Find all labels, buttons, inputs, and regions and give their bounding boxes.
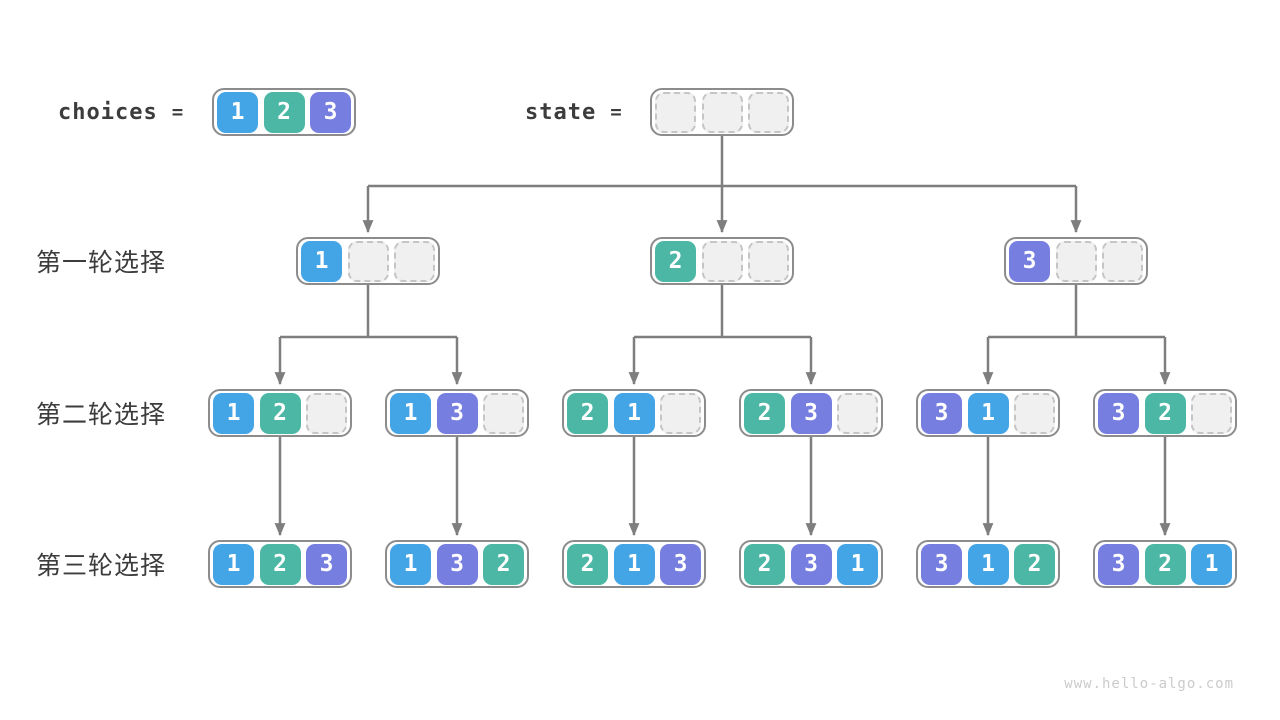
value-cell-3: 3	[921, 543, 962, 585]
value-cell-3: 3	[1098, 392, 1139, 434]
state-equals-sign: =	[610, 101, 622, 123]
value-cell-3: 3	[790, 543, 832, 585]
value-cell-1: 1	[613, 543, 655, 585]
value-cell-2: 2	[483, 543, 524, 585]
value-cell-2: 2	[567, 392, 608, 434]
value-cell-3: 3	[310, 91, 351, 133]
value-cell-2: 2	[655, 240, 696, 282]
state-label: state	[525, 99, 597, 125]
value-cell-2: 2	[259, 392, 301, 434]
empty-slot	[748, 240, 789, 282]
value-cell-1: 1	[837, 543, 878, 585]
value-cell-1: 1	[217, 91, 258, 133]
value-cell-2: 2	[744, 543, 785, 585]
value-cell-3: 3	[436, 543, 478, 585]
state-box-round1-2: 2	[650, 237, 794, 285]
empty-slot	[483, 392, 524, 434]
empty-slot	[701, 91, 743, 133]
empty-slot	[1055, 240, 1097, 282]
value-cell-1: 1	[1191, 543, 1232, 585]
empty-slot	[347, 240, 389, 282]
value-cell-1: 1	[390, 543, 431, 585]
value-cell-2: 2	[1144, 543, 1186, 585]
value-cell-3: 3	[660, 543, 701, 585]
choices-label: choices	[58, 99, 158, 125]
value-cell-2: 2	[744, 392, 785, 434]
state-box-root	[650, 88, 794, 136]
empty-slot	[660, 392, 701, 434]
round-2-label: 第二轮选择	[36, 400, 167, 429]
value-cell-2: 2	[567, 543, 608, 585]
value-cell-1: 1	[967, 392, 1009, 434]
state-header: state =	[525, 88, 622, 136]
empty-slot	[394, 240, 435, 282]
round-1-label: 第一轮选择	[36, 248, 167, 277]
value-cell-3: 3	[306, 543, 347, 585]
value-cell-1: 1	[301, 240, 342, 282]
empty-slot	[748, 91, 789, 133]
value-cell-3: 3	[1098, 543, 1139, 585]
value-cell-2: 2	[263, 91, 305, 133]
state-box-round1-3: 3	[1004, 237, 1148, 285]
round-3-label: 第三轮选择	[36, 551, 167, 580]
value-cell-2: 2	[259, 543, 301, 585]
empty-slot	[306, 392, 347, 434]
watermark: www.hello-algo.com	[1064, 676, 1234, 692]
empty-slot	[1102, 240, 1143, 282]
choices-equals-sign: =	[171, 101, 184, 123]
value-cell-3: 3	[921, 392, 962, 434]
value-cell-1: 1	[613, 392, 655, 434]
value-cell-3: 3	[1009, 240, 1050, 282]
empty-slot	[837, 392, 878, 434]
empty-slot	[1014, 392, 1055, 434]
value-cell-3: 3	[436, 392, 478, 434]
value-cell-3: 3	[790, 392, 832, 434]
state-box-round1-1: 1	[296, 237, 440, 285]
empty-slot	[1191, 392, 1232, 434]
empty-slot	[655, 91, 696, 133]
value-cell-1: 1	[967, 543, 1009, 585]
value-cell-2: 2	[1144, 392, 1186, 434]
value-cell-1: 1	[390, 392, 431, 434]
value-cell-1: 1	[213, 543, 254, 585]
choices-header: choices =	[58, 88, 183, 136]
value-cell-2: 2	[1014, 543, 1055, 585]
empty-slot	[701, 240, 743, 282]
value-cell-1: 1	[213, 392, 254, 434]
